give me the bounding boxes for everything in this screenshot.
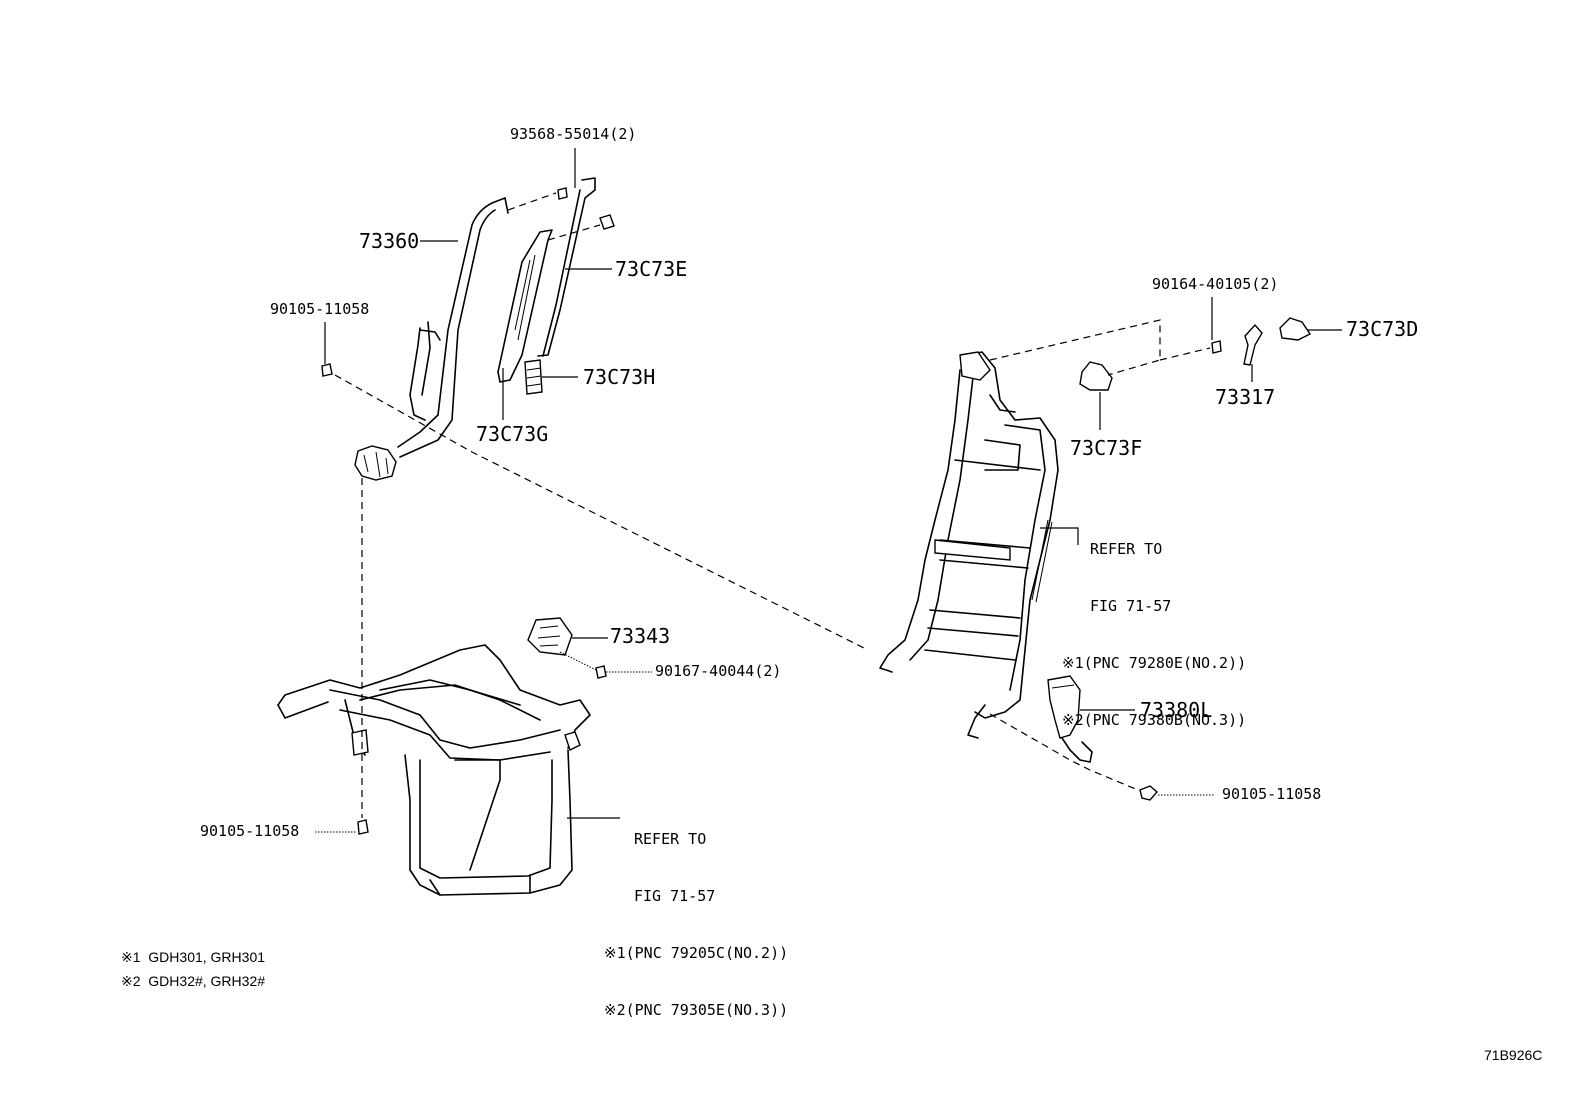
bolt-drawing: [321, 363, 369, 835]
headrest-guide-drawing: [989, 317, 1312, 391]
refer-line-3: ※1(PNC 79280E(NO.2)): [1062, 654, 1247, 672]
refer-to-note-seat-back: REFER TO FIG 71-57 ※1(PNC 79280E(NO.2)) …: [1062, 502, 1246, 749]
part-label-73c73e: 73C73E: [615, 257, 688, 281]
part-label-73343: 73343: [610, 624, 671, 648]
footnote-2: ※2 GDH32#, GRH32#: [121, 973, 266, 989]
figure-code: 71B926C: [1484, 1047, 1543, 1063]
seat-back-frame-drawing: [879, 351, 1059, 739]
part-label-73360: 73360: [359, 229, 420, 253]
part-label-90105-11058-right: 90105-11058: [1222, 785, 1322, 803]
refer-line-2: FIG 71-57: [634, 887, 716, 905]
part-label-90164-40105: 90164-40105(2): [1152, 275, 1279, 293]
part-label-73380l: 73380L: [1140, 698, 1213, 722]
trim-strip-drawing: [497, 177, 615, 395]
part-label-93568-55014: 93568-55014(2): [510, 125, 637, 143]
part-label-90105-11058-top: 90105-11058: [270, 300, 370, 318]
refer-line-3: ※1(PNC 79205C(NO.2)): [604, 944, 789, 962]
buckle-drawing: [989, 675, 1158, 801]
bracket-drawing: [527, 617, 607, 679]
footnote-1: ※1 GDH301, GRH301: [121, 949, 266, 965]
refer-line-2: FIG 71-57: [1090, 597, 1172, 615]
refer-line-1: REFER TO: [1090, 540, 1163, 558]
refer-line-4: ※2(PNC 79380B(NO.3)): [1062, 711, 1247, 729]
refer-to-note-seat-cushion: REFER TO FIG 71-57 ※1(PNC 79205C(NO.2)) …: [604, 792, 788, 1039]
part-label-73c73g: 73C73G: [476, 422, 549, 446]
part-label-90105-11058-bottom: 90105-11058: [200, 822, 300, 840]
connection-lines: [334, 374, 869, 818]
part-label-73c73f: 73C73F: [1070, 436, 1143, 460]
part-label-73c73h: 73C73H: [583, 365, 656, 389]
leader-lines: [315, 148, 1342, 833]
seat-belt-assembly-drawing: [354, 197, 509, 481]
part-label-90167-40044: 90167-40044(2): [655, 662, 782, 680]
seat-cushion-frame-drawing: [277, 644, 591, 896]
refer-line-4: ※2(PNC 79305E(NO.3)): [604, 1001, 789, 1019]
part-label-73317: 73317: [1215, 385, 1276, 409]
part-label-73c73d: 73C73D: [1346, 317, 1419, 341]
refer-line-1: REFER TO: [634, 830, 707, 848]
